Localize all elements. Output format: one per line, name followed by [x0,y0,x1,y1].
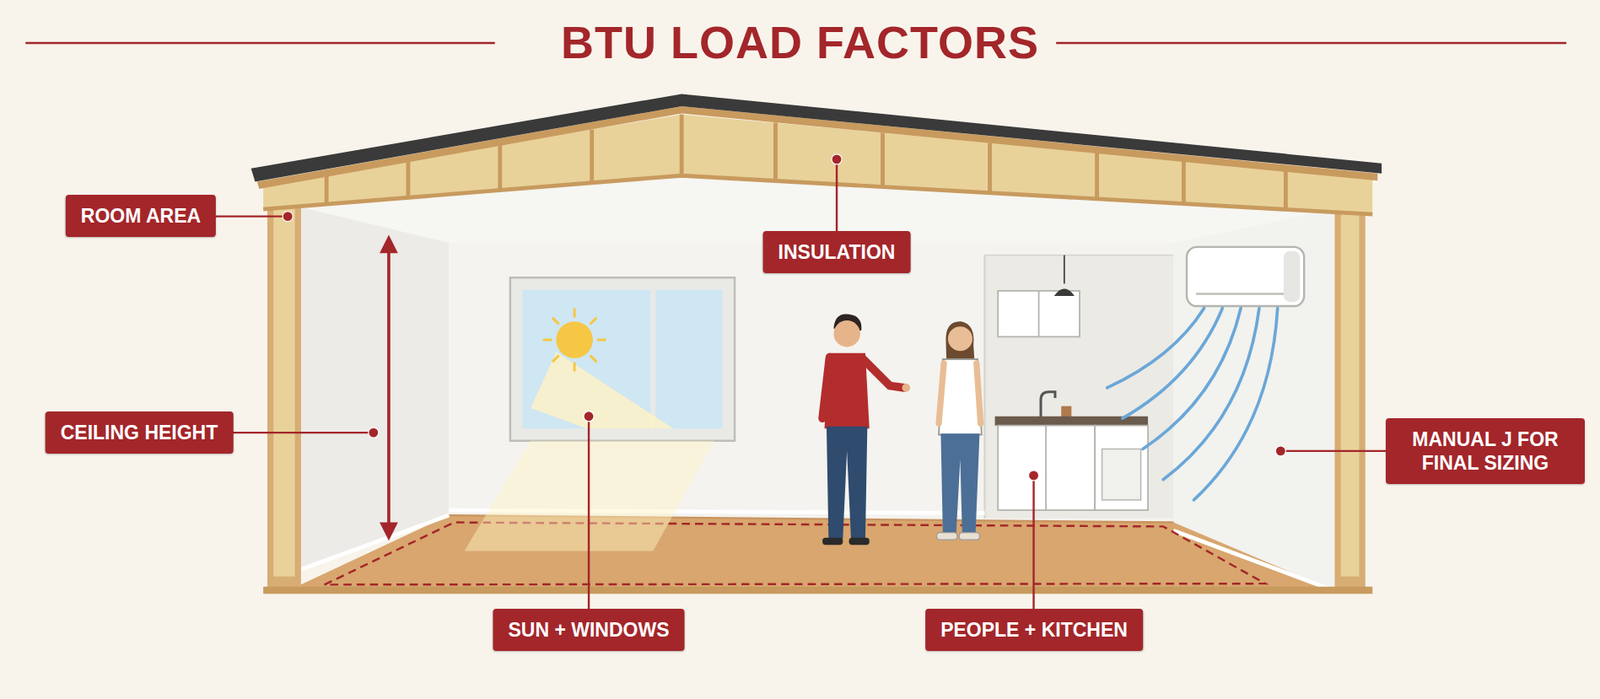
callout-box: INSULATION [763,231,911,274]
callout-label: ROOM AREA [80,204,201,228]
callout-box: ROOM AREA [65,194,216,238]
callout-label: CEILING HEIGHT [60,420,219,445]
diagram-title: BTU LOAD FACTORS [0,15,1600,70]
callout-box: CEILING HEIGHT [45,411,234,454]
callout-label: INSULATION [778,240,896,264]
callout-label: PEOPLE + KITCHEN [940,618,1128,642]
callout-box: PEOPLE + KITCHEN [925,608,1143,652]
callout-box: SUN + WINDOWS [492,608,685,652]
callout-label: MANUAL J FOR FINAL SIZING [1400,427,1570,475]
callout-box: MANUAL J FOR FINAL SIZING [1385,418,1585,485]
callout-label: SUN + WINDOWS [507,618,669,642]
